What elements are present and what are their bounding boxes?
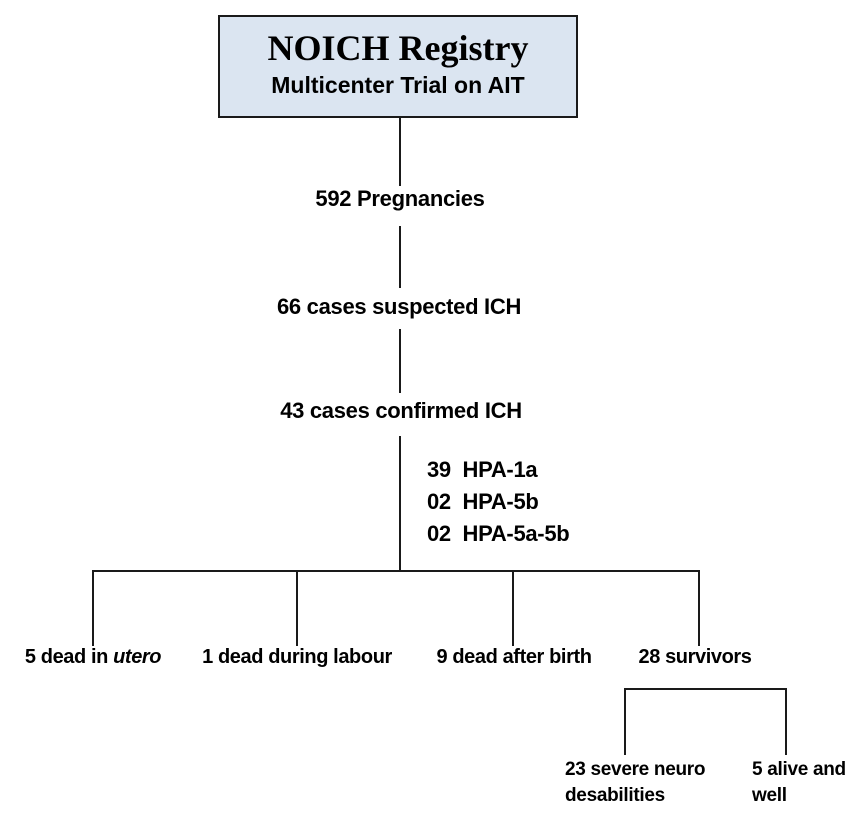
connector-confirmed-to-branch <box>399 436 401 572</box>
label-dead-in-utero: 5 dead in utero <box>24 645 162 669</box>
label-dead-during-labour: 1 dead during labour <box>202 646 392 668</box>
registry-box: NOICH Registry Multicenter Trial on AIT <box>218 15 578 118</box>
label-dead-in-utero-italic: utero <box>113 646 162 668</box>
label-dead-in-utero-prefix: 5 dead in <box>24 646 114 668</box>
connector-suspected-to-confirmed <box>399 329 401 393</box>
hpa-item-1a: 39 HPA-1a <box>427 457 538 482</box>
survivor-branch-horizontal-line <box>624 688 787 690</box>
registry-title: NOICH Registry <box>267 28 529 68</box>
branch-drop-survivors <box>698 570 700 646</box>
branch-drop-dead-after-birth <box>512 570 514 646</box>
registry-subtitle: Multicenter Trial on AIT <box>271 72 525 98</box>
node-confirmed-ich: 43 cases confirmed ICH <box>280 398 522 423</box>
hpa-breakdown-list: 39 HPA-1a 02 HPA-5b 02 HPA-5a-5b <box>427 454 570 550</box>
branch-drop-dead-during-labour <box>296 570 298 646</box>
label-severe-neuro-desabilities: 23 severe neuro desabilities <box>565 759 706 806</box>
node-suspected-ich: 66 cases suspected ICH <box>276 294 522 319</box>
label-alive-and-well: 5 alive and well <box>752 759 846 806</box>
label-dead-after-birth: 9 dead after birth <box>436 646 592 668</box>
branch-drop-dead-in-utero <box>92 570 94 646</box>
hpa-item-5b: 02 HPA-5b <box>427 489 539 514</box>
hpa-item-5a-5b: 02 HPA-5a-5b <box>427 521 570 546</box>
connector-registry-to-pregnancies <box>399 118 401 186</box>
survivor-drop-alive-well <box>785 688 787 755</box>
node-pregnancies: 592 Pregnancies <box>315 186 485 211</box>
connector-pregnancies-to-suspected <box>399 226 401 288</box>
branch-horizontal-line <box>92 570 700 572</box>
survivor-drop-severe-neuro <box>624 688 626 755</box>
label-survivors: 28 survivors <box>638 646 752 668</box>
